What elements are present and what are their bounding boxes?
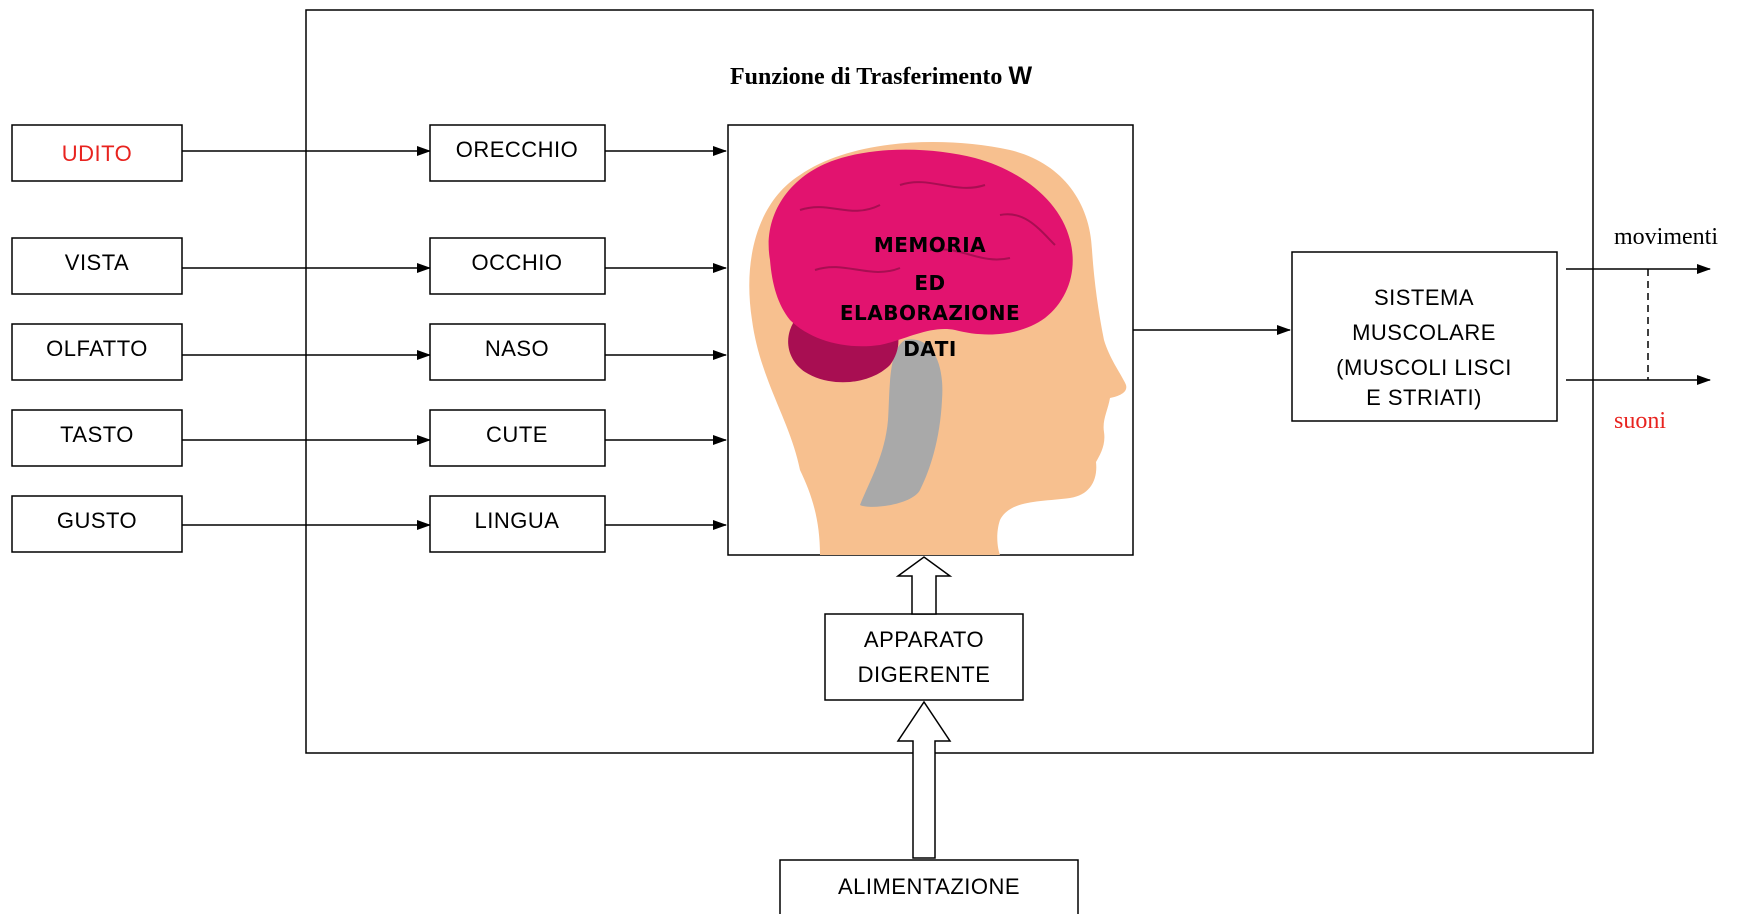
muscular-system: SISTEMA MUSCOLARE (MUSCOLI LISCI E STRIA… xyxy=(1291,251,1558,422)
sense-box-tasto xyxy=(11,409,183,467)
digestive-box xyxy=(824,613,1024,701)
sense-label-gusto: GUSTO xyxy=(57,508,137,533)
organ-label-naso: NASO xyxy=(485,336,549,361)
muscular-line-1: SISTEMA xyxy=(1374,285,1474,310)
sense-box-olfatto xyxy=(11,323,183,381)
sense-label-olfatto: OLFATTO xyxy=(46,336,148,361)
brain-label-line-2: ED xyxy=(914,271,945,295)
hollow-arrow-feeding-to-digestive xyxy=(896,700,952,859)
brain-gyri xyxy=(799,181,1056,273)
sense-label-tasto: TASTO xyxy=(60,422,134,447)
digestive-line-1: APPARATO xyxy=(864,627,984,652)
brain-block: MEMORIA ED ELABORAZIONE DATI xyxy=(727,124,1134,556)
digestive-apparatus: APPARATO DIGERENTE xyxy=(824,613,1024,701)
brain-label-line-1: MEMORIA xyxy=(874,233,986,257)
muscular-line-4: E STRIATI) xyxy=(1366,385,1482,410)
output-label-suoni: suoni xyxy=(1614,408,1666,434)
sense-label-udito: UDITO xyxy=(62,141,133,166)
title-symbol: W xyxy=(1008,62,1032,90)
brain-label-line-4: DATI xyxy=(903,337,957,361)
organ-label-cute: CUTE xyxy=(486,422,548,447)
muscular-system-box xyxy=(1291,251,1558,422)
sense-row-olfatto: OLFATTO NASO xyxy=(11,323,727,381)
cerebrum xyxy=(768,149,1073,347)
organ-box-naso xyxy=(429,323,606,381)
sense-row-udito: UDITO ORECCHIO xyxy=(11,124,727,182)
sense-row-gusto: GUSTO LINGUA xyxy=(11,495,727,553)
feeding-box xyxy=(779,859,1079,914)
sense-row-tasto: TASTO CUTE xyxy=(11,409,727,467)
muscular-line-3: (MUSCOLI LISCI xyxy=(1336,355,1512,380)
organ-label-orecchio: ORECCHIO xyxy=(456,137,579,162)
brain-label-line-3: ELABORAZIONE xyxy=(840,301,1020,325)
sense-row-vista: VISTA OCCHIO xyxy=(11,237,727,295)
diagram-title: Funzione di Trasferimento W xyxy=(730,62,1033,90)
organ-label-occhio: OCCHIO xyxy=(472,250,563,275)
sense-box-vista xyxy=(11,237,183,295)
organ-label-lingua: LINGUA xyxy=(475,508,560,533)
title-text: Funzione di Trasferimento xyxy=(730,64,1008,90)
organ-box-cute xyxy=(429,409,606,467)
muscular-line-2: MUSCOLARE xyxy=(1352,320,1496,345)
sense-box-udito xyxy=(11,124,183,182)
sense-box-gusto xyxy=(11,495,183,553)
brain-stem xyxy=(860,339,943,507)
sense-label-vista: VISTA xyxy=(65,250,129,275)
organ-box-occhio xyxy=(429,237,606,295)
feeding-block: ALIMENTAZIONE xyxy=(779,859,1079,914)
organ-box-orecchio xyxy=(429,124,606,182)
organ-box-lingua xyxy=(429,495,606,553)
hollow-arrow-digestive-to-brain xyxy=(895,556,953,615)
digestive-line-2: DIGERENTE xyxy=(858,662,991,687)
output-label-movimenti: movimenti xyxy=(1614,224,1718,250)
feeding-label: ALIMENTAZIONE xyxy=(838,874,1020,899)
